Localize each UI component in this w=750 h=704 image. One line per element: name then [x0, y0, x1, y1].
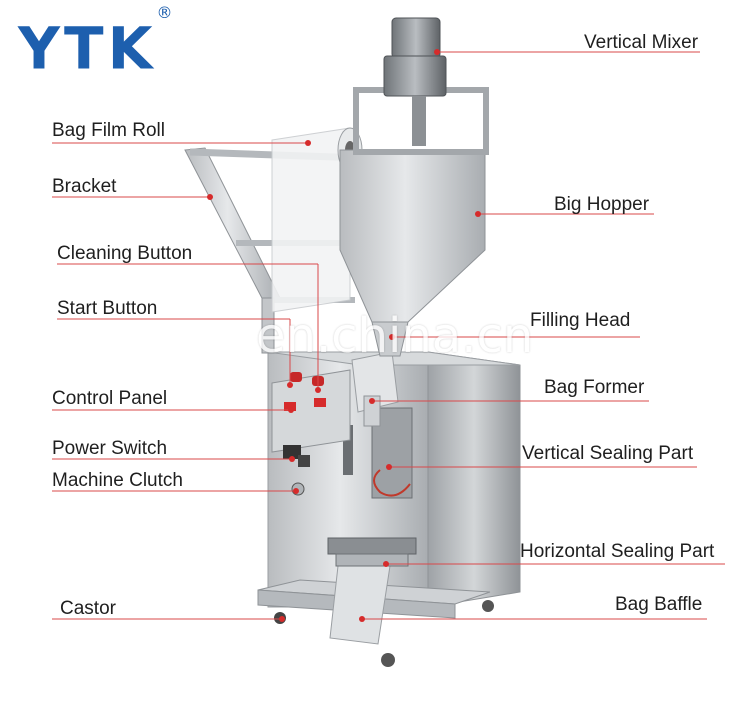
callout-dot — [434, 49, 440, 55]
callout-dot — [359, 616, 365, 622]
registered-mark: ® — [157, 3, 173, 22]
label-power-switch: Power Switch — [52, 438, 167, 460]
callout-dot — [383, 561, 389, 567]
label-bag-baffle: Bag Baffle — [615, 594, 702, 616]
label-bracket: Bracket — [52, 176, 116, 198]
callout-dot — [315, 387, 321, 393]
callout-dot — [279, 616, 285, 622]
label-vertical-mixer: Vertical Mixer — [584, 32, 698, 54]
callout-dot — [207, 194, 213, 200]
label-bag-film-roll: Bag Film Roll — [52, 120, 165, 142]
horizontal-sealing-jaws — [328, 538, 416, 566]
label-castor: Castor — [60, 598, 116, 620]
label-bag-former: Bag Former — [544, 377, 644, 399]
callout-dot — [288, 407, 294, 413]
callout-dot — [369, 398, 375, 404]
label-control-panel: Control Panel — [52, 388, 167, 410]
callout-dot — [293, 488, 299, 494]
label-vertical-sealing-part: Vertical Sealing Part — [522, 443, 693, 465]
brand-logo: YTK® — [18, 8, 173, 83]
vertical-mixer-motor — [384, 18, 446, 146]
callout-dot — [289, 456, 295, 462]
label-cleaning-button: Cleaning Button — [57, 243, 192, 265]
watermark: en.china.cn — [256, 308, 533, 364]
brand-name: YTK — [18, 14, 157, 82]
callout-dot — [287, 382, 293, 388]
callout-dot — [305, 140, 311, 146]
label-filling-head: Filling Head — [530, 310, 630, 332]
callout-dot — [386, 464, 392, 470]
label-machine-clutch: Machine Clutch — [52, 470, 183, 492]
label-big-hopper: Big Hopper — [554, 194, 649, 216]
callout-dot — [475, 211, 481, 217]
label-horizontal-sealing-part: Horizontal Sealing Part — [520, 541, 714, 563]
label-start-button: Start Button — [57, 298, 157, 320]
bag-baffle — [330, 566, 390, 644]
